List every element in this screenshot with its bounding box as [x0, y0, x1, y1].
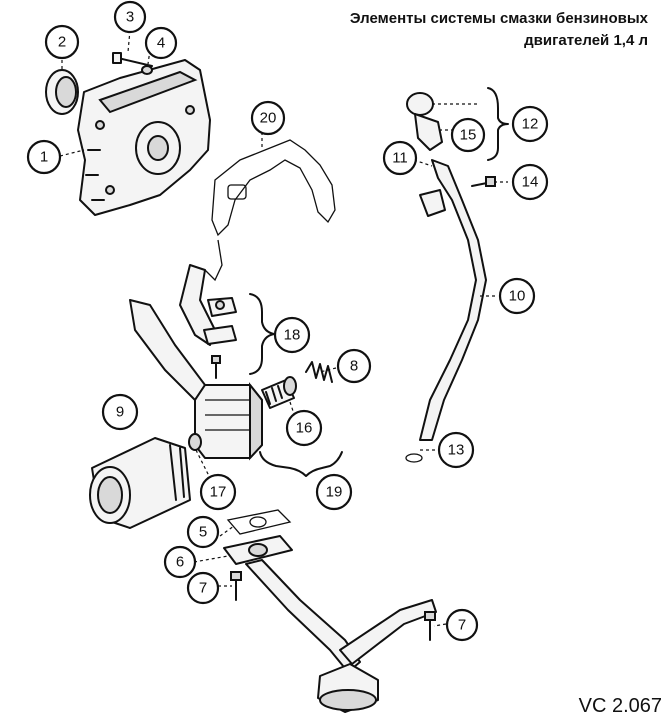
callout-9: 9 [101, 393, 139, 431]
callout-3: 3 [113, 0, 147, 34]
svg-text:7: 7 [199, 580, 207, 597]
svg-text:7: 7 [458, 617, 466, 634]
relief-spring [305, 361, 333, 383]
svg-text:1: 1 [40, 149, 48, 166]
callout-13: 13 [437, 431, 475, 469]
filter-nipple [188, 433, 202, 451]
oil-seal [45, 69, 79, 115]
pickup-bolt-left [230, 571, 242, 601]
svg-text:20: 20 [260, 110, 277, 127]
diagram-title: Элементы системы смазки бензиновых двига… [268, 8, 648, 52]
svg-text:18: 18 [284, 327, 301, 344]
svg-text:5: 5 [199, 524, 207, 541]
svg-text:8: 8 [350, 358, 358, 375]
svg-text:3: 3 [126, 9, 134, 26]
callout-5: 5 [186, 515, 220, 549]
svg-text:16: 16 [296, 420, 313, 437]
callout-17: 17 [199, 473, 237, 511]
callout-2: 2 [44, 24, 80, 60]
pickup-bolt-right [424, 611, 436, 641]
callout-19: 19 [315, 473, 353, 511]
svg-text:11: 11 [392, 150, 408, 167]
brace-19 [259, 451, 343, 477]
pump-washer [141, 65, 153, 75]
svg-text:12: 12 [522, 116, 539, 133]
oil-filter-bracket [129, 264, 263, 461]
svg-text:15: 15 [460, 127, 477, 144]
svg-text:13: 13 [448, 442, 465, 459]
oil-filter [89, 437, 191, 529]
callout-6: 6 [163, 545, 197, 579]
svg-text:19: 19 [326, 484, 343, 501]
svg-text:2: 2 [58, 34, 66, 51]
bracket-fasteners [203, 297, 237, 379]
callout-1: 1 [26, 139, 62, 175]
callout-7-right: 7 [445, 608, 479, 642]
callout-7-left: 7 [186, 571, 220, 605]
svg-text:9: 9 [116, 404, 124, 421]
callout-8: 8 [336, 348, 372, 384]
title-line-1: Элементы системы смазки бензиновых [349, 10, 648, 27]
callout-20: 20 [250, 100, 286, 136]
pump-bolt [112, 52, 153, 67]
callout-12: 12 [511, 105, 549, 143]
oil-pump-housing [77, 59, 211, 216]
callout-16: 16 [285, 409, 323, 447]
svg-text:17: 17 [210, 484, 227, 501]
callout-10: 10 [498, 277, 536, 315]
svg-text:4: 4 [157, 35, 165, 52]
pickup-gasket-lower [223, 535, 293, 565]
dipstick-oring [405, 453, 423, 463]
pickup-gasket-upper [226, 509, 292, 535]
brace-18 [249, 293, 275, 375]
figure-code: VC 2.067 [578, 695, 662, 717]
callout-11: 11 [382, 140, 418, 176]
brace-12 [487, 87, 509, 161]
callout-15: 15 [450, 117, 486, 153]
relief-valve [261, 376, 297, 409]
callout-18: 18 [273, 316, 311, 354]
oil-pickup-pipe [245, 559, 437, 713]
svg-text:6: 6 [176, 554, 184, 571]
dipstick-handle [406, 92, 443, 151]
callout-4: 4 [144, 26, 178, 60]
svg-text:10: 10 [509, 288, 526, 305]
svg-text:14: 14 [522, 174, 539, 191]
callout-14: 14 [511, 163, 549, 201]
cover-gasket [204, 139, 336, 282]
title-line-2: двигателей 1,4 л [524, 32, 648, 49]
dipstick-tube [419, 159, 487, 441]
dipstick-bolt [471, 176, 496, 187]
